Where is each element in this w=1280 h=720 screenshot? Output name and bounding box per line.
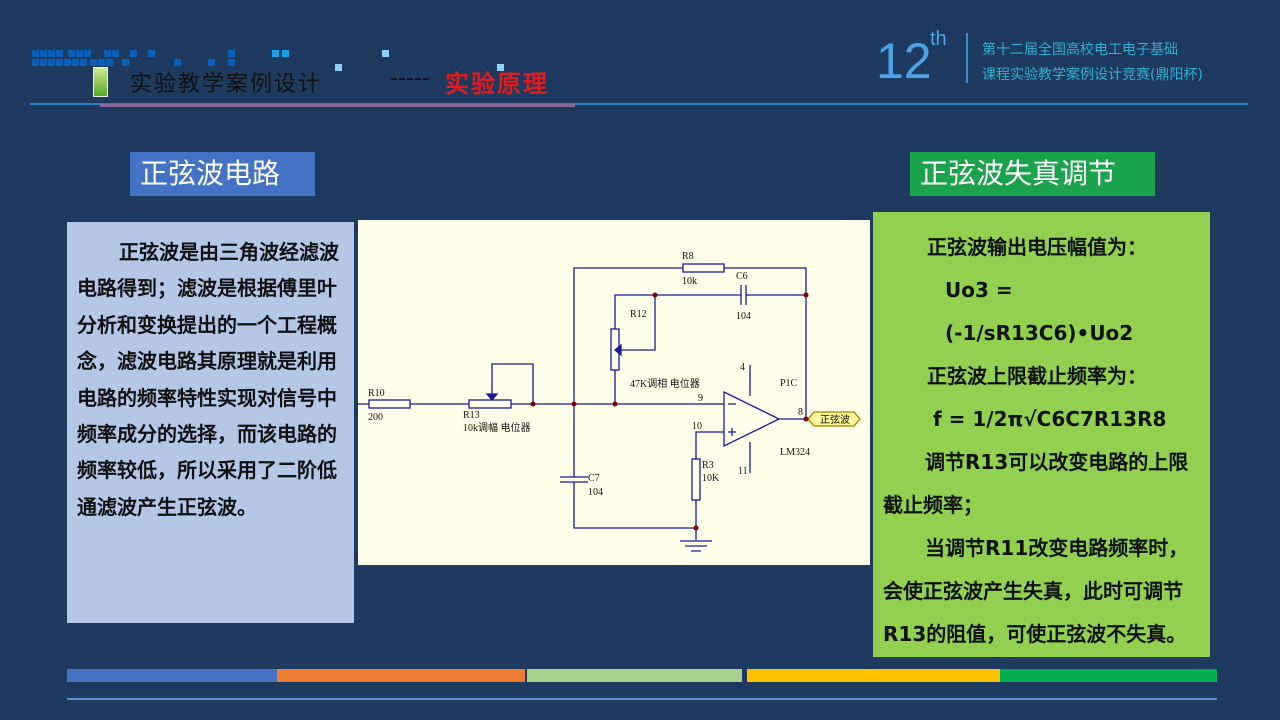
decor-square bbox=[80, 59, 87, 66]
decor-square bbox=[130, 50, 137, 57]
c6-label: C6 bbox=[736, 271, 748, 282]
r12-label: R12 bbox=[630, 309, 647, 320]
capacitor-c7 bbox=[560, 476, 588, 483]
decor-square bbox=[32, 59, 39, 66]
logo-separator bbox=[966, 33, 968, 83]
competition-line2: 课程实验教学案例设计竞赛(鼎阳杯) bbox=[982, 67, 1203, 83]
chip-label: P1C bbox=[780, 378, 798, 389]
decor-square bbox=[382, 50, 389, 57]
decor-square bbox=[174, 59, 181, 66]
footer-bar-lightgreen bbox=[527, 669, 742, 682]
decor-square bbox=[40, 59, 47, 66]
amplitude-formula: Uo3 = (-1/sR13C6)•Uo2 bbox=[945, 278, 1134, 345]
decor-square bbox=[84, 50, 91, 57]
header-title: 实验教学案例设计 bbox=[130, 72, 323, 97]
decor-square bbox=[56, 59, 63, 66]
r13-wiper-arrow bbox=[485, 393, 499, 402]
decor-square bbox=[335, 64, 342, 71]
pin-10: 10 bbox=[692, 421, 702, 432]
app-icon bbox=[93, 67, 108, 97]
decor-square bbox=[104, 50, 111, 57]
decor-square bbox=[208, 59, 215, 66]
decor-square bbox=[32, 50, 39, 57]
r8-value: 10k bbox=[682, 276, 697, 287]
footer-line bbox=[67, 698, 1217, 700]
resistor-r3 bbox=[691, 458, 701, 501]
decor-square bbox=[98, 59, 105, 66]
r8-label: R8 bbox=[682, 251, 694, 262]
output-label: 正弦波 bbox=[820, 413, 850, 426]
decor-square bbox=[282, 50, 289, 57]
c6-value: 104 bbox=[736, 311, 751, 322]
decor-square bbox=[68, 50, 75, 57]
resistor-r8 bbox=[682, 263, 725, 273]
decor-square bbox=[228, 50, 235, 57]
footer-bar-yellow bbox=[747, 669, 1000, 682]
r13-value: 10k调幅 电位器 bbox=[463, 421, 531, 434]
r10-label: R10 bbox=[368, 388, 385, 399]
pin-11: 11 bbox=[738, 466, 748, 477]
decor-square bbox=[228, 59, 235, 66]
decor-square bbox=[122, 59, 129, 66]
distortion-note: 当调节R11改变电路频率时，会使正弦波产生失真，此时可调节R13的阻值，可使正弦… bbox=[883, 536, 1189, 646]
competition-suffix: th bbox=[930, 28, 947, 50]
decor-square bbox=[72, 59, 79, 66]
section-label-distortion: 正弦波失真调节 bbox=[910, 152, 1155, 196]
r3-value: 10K bbox=[702, 473, 720, 484]
header-separator: ----- bbox=[390, 66, 430, 91]
pin-4: 4 bbox=[740, 362, 745, 373]
chip-model: LM324 bbox=[780, 447, 810, 458]
decor-square bbox=[56, 50, 63, 57]
r12-wiper-arrow bbox=[613, 343, 622, 357]
header-subtitle: 实验原理 bbox=[445, 69, 549, 98]
decor-square bbox=[64, 59, 71, 66]
r12-value: 47K调相 电位器 bbox=[630, 377, 700, 390]
header-divider bbox=[30, 103, 1248, 105]
cutoff-formula: f = 1/2π√C6C7R13R8 bbox=[933, 407, 1167, 431]
pin-8: 8 bbox=[798, 407, 803, 418]
competition-line1: 第十二届全国高校电工电子基础 bbox=[982, 42, 1178, 58]
junctions bbox=[530, 292, 809, 531]
decor-square bbox=[48, 59, 55, 66]
cutoff-heading: 正弦波上限截止频率为： bbox=[927, 364, 1147, 388]
c7-value: 104 bbox=[588, 487, 603, 498]
potentiometer-r13 bbox=[468, 399, 512, 409]
wires bbox=[358, 267, 808, 552]
decor-square bbox=[76, 50, 83, 57]
c7-label: C7 bbox=[588, 473, 600, 484]
decor-square bbox=[148, 50, 155, 57]
description-panel: 正弦波是由三角波经滤波电路得到；滤波是根据傅里叶分析和变换提出的一个工程概念，滤… bbox=[67, 222, 354, 623]
pin-9: 9 bbox=[698, 393, 703, 404]
r13-note: 调节R13可以改变电路的上限截止频率； bbox=[883, 450, 1189, 517]
competition-number: 12 bbox=[876, 33, 932, 89]
amplitude-heading: 正弦波输出电压幅值为： bbox=[927, 235, 1147, 259]
header-accent-line bbox=[100, 104, 575, 107]
description-text: 正弦波是由三角波经滤波电路得到；滤波是根据傅里叶分析和变换提出的一个工程概念，滤… bbox=[77, 240, 339, 519]
decor-square bbox=[497, 64, 504, 71]
decor-square bbox=[112, 50, 119, 57]
r10-value: 200 bbox=[368, 412, 383, 423]
decor-square bbox=[90, 59, 97, 66]
r13-label: R13 bbox=[463, 410, 480, 421]
footer-bar-orange bbox=[277, 669, 525, 682]
decor-square bbox=[272, 50, 279, 57]
decor-square bbox=[48, 50, 55, 57]
decor-square bbox=[40, 50, 47, 57]
circuit-diagram: R10 200 R13 10k调幅 电位器 R8 10k C6 104 R12 … bbox=[358, 220, 870, 565]
decor-square bbox=[106, 59, 113, 66]
footer-bar-blue bbox=[67, 669, 277, 682]
opamp bbox=[723, 390, 781, 448]
output-port bbox=[807, 411, 861, 427]
r3-label: R3 bbox=[702, 460, 714, 471]
footer-bar-green bbox=[1000, 669, 1217, 682]
capacitor-c6 bbox=[740, 285, 747, 305]
resistor-r10 bbox=[368, 399, 411, 409]
distortion-panel: 正弦波输出电压幅值为： Uo3 = (-1/sR13C6)•Uo2 正弦波上限截… bbox=[873, 212, 1210, 657]
section-label-circuit: 正弦波电路 bbox=[130, 152, 315, 196]
